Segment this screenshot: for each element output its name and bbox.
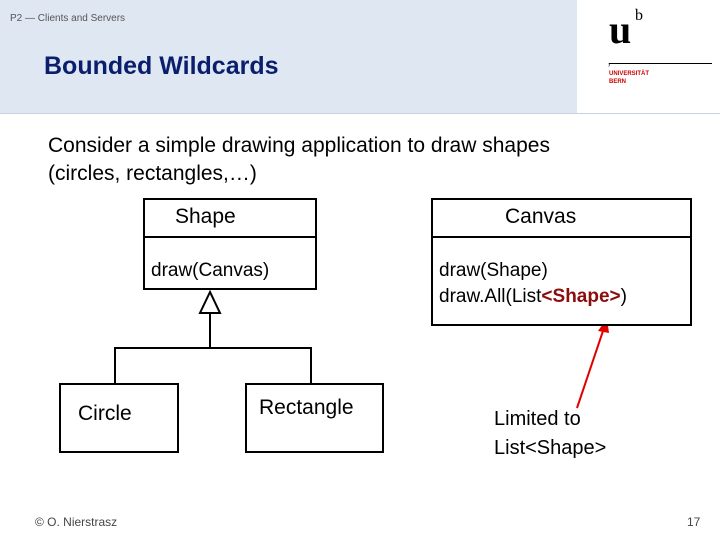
- course-label: P2 — Clients and Servers: [10, 13, 126, 24]
- shape-class-box: [143, 198, 317, 290]
- footer-author: © O. Nierstrasz: [35, 515, 118, 529]
- logo-wordmark-line1: UNIVERSITÄT: [609, 71, 650, 77]
- logo-wordmark-line2: BERN: [609, 79, 627, 85]
- note-line-2: List<Shape>: [494, 437, 607, 459]
- canvas-method-drawall-suffix: ): [620, 286, 627, 307]
- intro-text: Consider a simple drawing application to…: [48, 132, 668, 188]
- canvas-method-drawall-prefix: draw.All(List: [439, 286, 542, 307]
- circle-class-name: Circle: [78, 402, 132, 425]
- rectangle-class-name: Rectangle: [259, 396, 354, 419]
- canvas-class-separator: [431, 236, 692, 238]
- slide-title: Bounded Wildcards: [44, 52, 279, 80]
- page-number: 17: [687, 515, 701, 529]
- canvas-method-drawall-type: <Shape>: [541, 286, 621, 307]
- note-line-1: Limited to: [494, 408, 581, 430]
- logo-wordmark: UNIVERSITÄT BERN: [609, 70, 649, 86]
- canvas-class-box: [431, 198, 692, 326]
- logo-letter-u: u: [609, 7, 632, 52]
- canvas-method-draw: draw(Shape): [439, 260, 548, 281]
- logo-chevron-icon: ›: [608, 62, 611, 69]
- inheritance-arrowhead-icon: [198, 289, 222, 314]
- canvas-class-name: Canvas: [505, 205, 577, 228]
- shape-class-name: Shape: [175, 205, 236, 228]
- canvas-method-drawall: draw.All(List<Shape>): [439, 284, 627, 310]
- intro-line-1: Consider a simple drawing application to…: [48, 134, 550, 157]
- intro-line-2: (circles, rectangles,…): [48, 162, 257, 185]
- inheritance-branches: [114, 347, 312, 385]
- canvas-class-methods: draw(Shape) draw.All(List<Shape>): [439, 258, 627, 310]
- logo-rule: [609, 63, 712, 64]
- logo-letter-b: b: [635, 7, 643, 24]
- logo-panel: [577, 0, 720, 113]
- header-divider: [0, 113, 720, 114]
- shape-class-method: draw(Canvas): [151, 260, 270, 281]
- shape-class-separator: [143, 236, 317, 238]
- note-text: Limited to List<Shape>: [494, 405, 606, 463]
- note-arrow: [576, 327, 605, 409]
- circle-class-box: [59, 383, 179, 453]
- rectangle-class-box: [245, 383, 384, 453]
